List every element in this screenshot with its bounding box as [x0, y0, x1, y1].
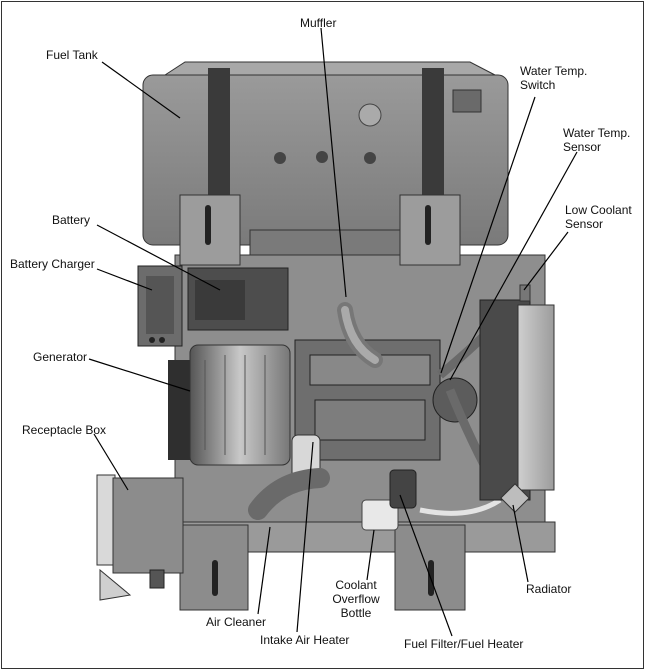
receptacle-box [96, 474, 184, 601]
label-line: Bottle [340, 606, 372, 620]
battery-charger [137, 265, 183, 347]
leader-receptacle-box [93, 433, 129, 491]
leader-water-temp-sensor [449, 151, 578, 381]
fuel-tank [142, 61, 509, 266]
label-coolant-overflow-bottle: Coolant Overflow Bottle [328, 578, 384, 620]
leader-radiator [512, 504, 529, 583]
leader-battery-charger [96, 268, 153, 291]
label-line: Water Temp. [563, 126, 631, 140]
leader-fuel-tank [101, 61, 181, 119]
radiator [479, 284, 555, 513]
fuel-filter-heater [389, 469, 417, 509]
label-fuel-tank: Fuel Tank [46, 48, 98, 62]
muffler [337, 302, 383, 368]
leader-intake-air-heater [296, 441, 314, 633]
label-radiator: Radiator [526, 582, 572, 596]
leader-air-cleaner [257, 526, 271, 615]
label-muffler: Muffler [300, 16, 337, 30]
leader-low-coolant-sensor [523, 231, 569, 291]
label-line: Low Coolant [565, 203, 632, 217]
label-generator: Generator [33, 350, 88, 364]
label-line: Overflow [332, 592, 380, 606]
air-cleaner [248, 468, 330, 520]
label-air-cleaner: Air Cleaner [206, 615, 267, 629]
leader-water-temp-switch [440, 96, 536, 374]
leader-coolant-overflow-bottle [366, 529, 375, 581]
label-fuel-filter-heater: Fuel Filter/Fuel Heater [404, 637, 524, 651]
label-water-temp-sensor: Water Temp. Sensor [563, 126, 630, 154]
label-water-temp-switch: Water Temp. Switch [520, 64, 587, 92]
label-line: Sensor [565, 217, 604, 231]
label-line: Coolant [335, 578, 377, 592]
leader-lines [88, 27, 578, 637]
label-intake-air-heater: Intake Air Heater [260, 633, 350, 647]
label-line: Sensor [563, 140, 602, 154]
label-battery: Battery [52, 213, 91, 227]
coolant-overflow-bottle [361, 499, 399, 531]
label-receptacle-box: Receptacle Box [22, 423, 107, 437]
label-battery-charger: Battery Charger [10, 257, 95, 271]
label-line: Switch [520, 78, 556, 92]
leader-generator [88, 358, 191, 392]
battery [187, 267, 289, 331]
generator [168, 344, 291, 466]
label-low-coolant-sensor: Low Coolant Sensor [565, 203, 632, 231]
leader-muffler [320, 27, 347, 298]
leader-fuel-filter-heater [399, 494, 453, 637]
leader-battery [96, 224, 221, 291]
label-line: Water Temp. [520, 64, 588, 78]
